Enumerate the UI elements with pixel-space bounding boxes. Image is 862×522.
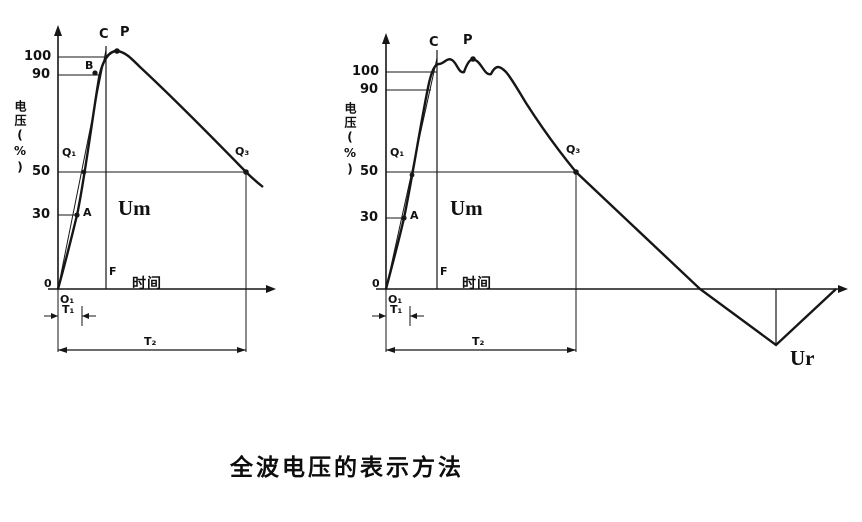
left-point-label-q3: Q₃ <box>235 145 250 158</box>
right-um-label: Um <box>450 196 483 220</box>
left-um-label: Um <box>118 196 151 220</box>
right-tick-0: 0 <box>372 277 380 290</box>
left-tick-100: 100 <box>24 49 52 64</box>
left-tick-90: 90 <box>32 67 51 82</box>
left-point-label-a: A <box>83 206 92 219</box>
right-y-axis-label: 电压(%) <box>343 102 357 178</box>
right-tick-30: 30 <box>360 210 379 225</box>
right-point-label-c: C <box>429 35 439 50</box>
left-t2-label: T₂ <box>144 335 157 348</box>
left-origin-label: O₁ <box>60 293 75 306</box>
left-point-label-p: P <box>120 25 130 40</box>
right-tick-50: 50 <box>360 164 379 179</box>
right-x-axis-label: 时间 <box>462 276 492 292</box>
right-point-label-a: A <box>410 209 419 222</box>
right-waveform <box>372 33 848 353</box>
right-point-label-p: P <box>463 33 473 48</box>
right-tick-90: 90 <box>360 82 379 97</box>
right-tick-100: 100 <box>352 64 380 79</box>
left-point-label-f: F <box>109 265 117 278</box>
right-origin-label: O₁ <box>388 293 403 306</box>
left-tick-50: 50 <box>32 164 51 179</box>
right-point-label-f: F <box>440 265 448 278</box>
left-x-axis-label: 时间 <box>132 276 162 292</box>
right-t1-label: T₁ <box>390 303 403 316</box>
left-tick-0: 0 <box>44 277 52 290</box>
right-t2-label: T₂ <box>472 335 485 348</box>
left-t1-label: T₁ <box>62 303 75 316</box>
right-ur-label: Ur <box>790 346 815 370</box>
left-tick-30: 30 <box>32 207 51 222</box>
right-point-label-q3: Q₃ <box>566 143 581 156</box>
left-point-label-b: B <box>85 59 94 72</box>
left-waveform <box>44 25 276 353</box>
right-point-label-q1: Q₁ <box>390 146 405 159</box>
left-point-label-q1: Q₁ <box>62 146 77 159</box>
left-point-label-c: C <box>99 27 109 42</box>
figure-caption: 全波电压的表示方法 <box>230 455 464 481</box>
left-y-axis-label: 电压(%) <box>13 100 27 176</box>
